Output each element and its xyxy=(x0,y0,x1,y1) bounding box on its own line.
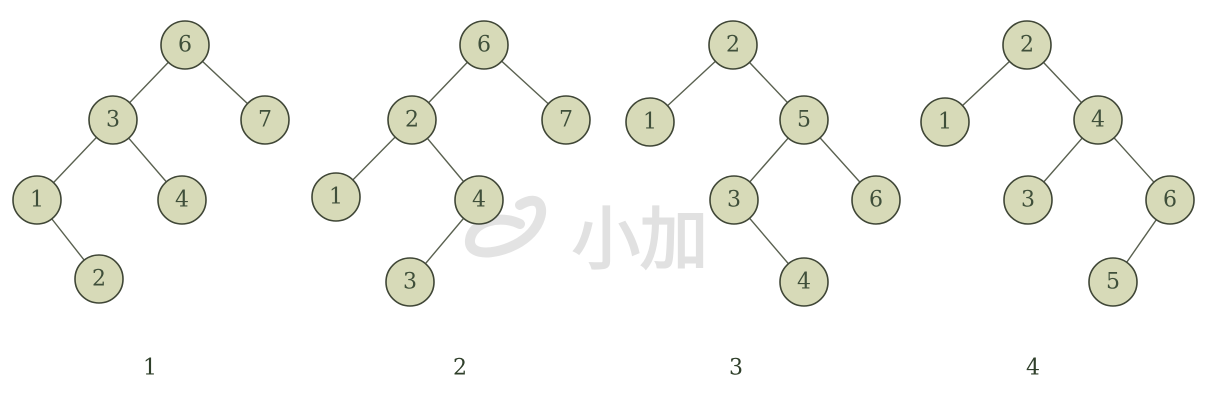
tree-node: 4 xyxy=(454,175,504,225)
node-label: 6 xyxy=(178,33,192,58)
tree-node: 6 xyxy=(851,175,901,225)
node-label: 3 xyxy=(403,270,417,295)
node-label: 6 xyxy=(477,33,491,58)
tree-node: 2 xyxy=(708,20,758,70)
node-circle xyxy=(88,95,138,145)
tree-node: 4 xyxy=(779,257,829,307)
tree-node: 2 xyxy=(74,254,124,304)
node-circle xyxy=(1002,20,1052,70)
tree-2: 6 2 7 1 4 3 2 xyxy=(311,20,591,381)
node-label: 3 xyxy=(1021,188,1035,213)
node-label: 4 xyxy=(175,188,189,213)
node-circle xyxy=(920,97,970,147)
tree-1: 6 3 7 1 4 2 1 xyxy=(12,20,290,381)
tree-node: 1 xyxy=(920,97,970,147)
node-label: 1 xyxy=(643,110,657,135)
node-circle xyxy=(709,175,759,225)
tree-1-edges xyxy=(36,44,266,280)
tree-node: 2 xyxy=(1002,20,1052,70)
node-circle xyxy=(541,95,591,145)
node-circle xyxy=(779,95,829,145)
tree-node: 7 xyxy=(240,95,290,145)
node-label: 4 xyxy=(797,270,811,295)
node-label: 2 xyxy=(405,108,419,133)
tree-4: 2 1 4 3 6 5 4 xyxy=(920,20,1195,381)
node-label: 1 xyxy=(938,110,952,135)
node-circle xyxy=(1073,95,1123,145)
node-circle xyxy=(240,95,290,145)
watermark-text: 小加 xyxy=(572,200,708,280)
tree-caption: 4 xyxy=(1026,356,1040,381)
node-circle xyxy=(454,175,504,225)
node-label: 3 xyxy=(727,188,741,213)
node-label: 2 xyxy=(92,267,106,292)
node-label: 2 xyxy=(1020,33,1034,58)
node-label: 1 xyxy=(329,185,343,210)
node-circle xyxy=(160,20,210,70)
tree-node: 3 xyxy=(709,175,759,225)
node-circle xyxy=(12,175,62,225)
node-circle xyxy=(625,97,675,147)
node-label: 4 xyxy=(1091,108,1105,133)
node-circle xyxy=(708,20,758,70)
watermark: 小加 xyxy=(465,195,708,280)
tree-node: 7 xyxy=(541,95,591,145)
tree-node: 5 xyxy=(779,95,829,145)
node-circle xyxy=(387,95,437,145)
tree-2-edges xyxy=(335,44,567,283)
node-circle xyxy=(385,257,435,307)
tree-caption: 1 xyxy=(143,356,157,381)
tree-node: 6 xyxy=(1145,175,1195,225)
tree-node: 6 xyxy=(160,20,210,70)
node-label: 4 xyxy=(472,188,486,213)
tree-node: 1 xyxy=(311,172,361,222)
node-label: 6 xyxy=(869,188,883,213)
node-label: 2 xyxy=(726,33,740,58)
node-circle xyxy=(851,175,901,225)
node-circle xyxy=(459,20,509,70)
tree-node: 3 xyxy=(385,257,435,307)
node-label: 7 xyxy=(258,108,272,133)
node-circle xyxy=(779,257,829,307)
tree-node: 1 xyxy=(12,175,62,225)
tree-caption: 3 xyxy=(729,356,743,381)
node-circle xyxy=(1088,257,1138,307)
node-label: 5 xyxy=(797,108,811,133)
tree-4-edges xyxy=(944,44,1171,283)
tree-node: 1 xyxy=(625,97,675,147)
node-label: 1 xyxy=(30,188,44,213)
tree-node: 5 xyxy=(1088,257,1138,307)
tree-node: 3 xyxy=(1003,175,1053,225)
tree-caption: 2 xyxy=(453,356,467,381)
tree-node: 4 xyxy=(157,175,207,225)
node-circle xyxy=(311,172,361,222)
tree-3: 2 1 5 3 6 4 3 xyxy=(625,20,901,381)
tree-node: 2 xyxy=(387,95,437,145)
node-circle xyxy=(74,254,124,304)
tree-node: 3 xyxy=(88,95,138,145)
node-circle xyxy=(1003,175,1053,225)
node-label: 6 xyxy=(1163,188,1177,213)
tree-node: 4 xyxy=(1073,95,1123,145)
node-label: 3 xyxy=(106,108,120,133)
node-circle xyxy=(157,175,207,225)
tree-node: 6 xyxy=(459,20,509,70)
node-label: 5 xyxy=(1106,270,1120,295)
node-label: 7 xyxy=(559,108,573,133)
node-circle xyxy=(1145,175,1195,225)
